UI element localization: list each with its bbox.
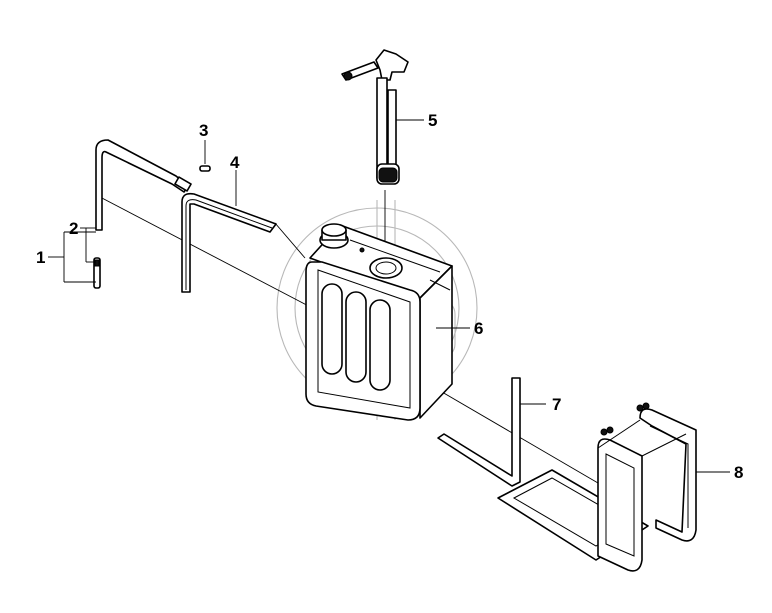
strap-fastener-part xyxy=(93,257,101,289)
callout-labels: 1 2 3 4 5 6 7 8 xyxy=(36,111,743,482)
callout-8: 8 xyxy=(734,463,743,482)
callout-2: 2 xyxy=(69,219,78,238)
callout-6: 6 xyxy=(474,319,483,338)
strap-long-part xyxy=(95,139,192,231)
callout-3: 3 xyxy=(199,121,208,140)
callout-7: 7 xyxy=(552,395,561,414)
tank-bracket-part xyxy=(497,402,697,572)
pin-part xyxy=(199,150,211,172)
callout-4: 4 xyxy=(230,153,240,172)
rubber-pad-part xyxy=(181,192,277,293)
callout-1: 1 xyxy=(36,248,45,267)
fuel-tank-part xyxy=(305,223,453,421)
callout-leader-lines xyxy=(48,119,730,473)
callout-5: 5 xyxy=(428,111,437,130)
fuel-level-sender-part xyxy=(341,49,409,185)
rubber-pad-angle-part xyxy=(437,377,521,487)
